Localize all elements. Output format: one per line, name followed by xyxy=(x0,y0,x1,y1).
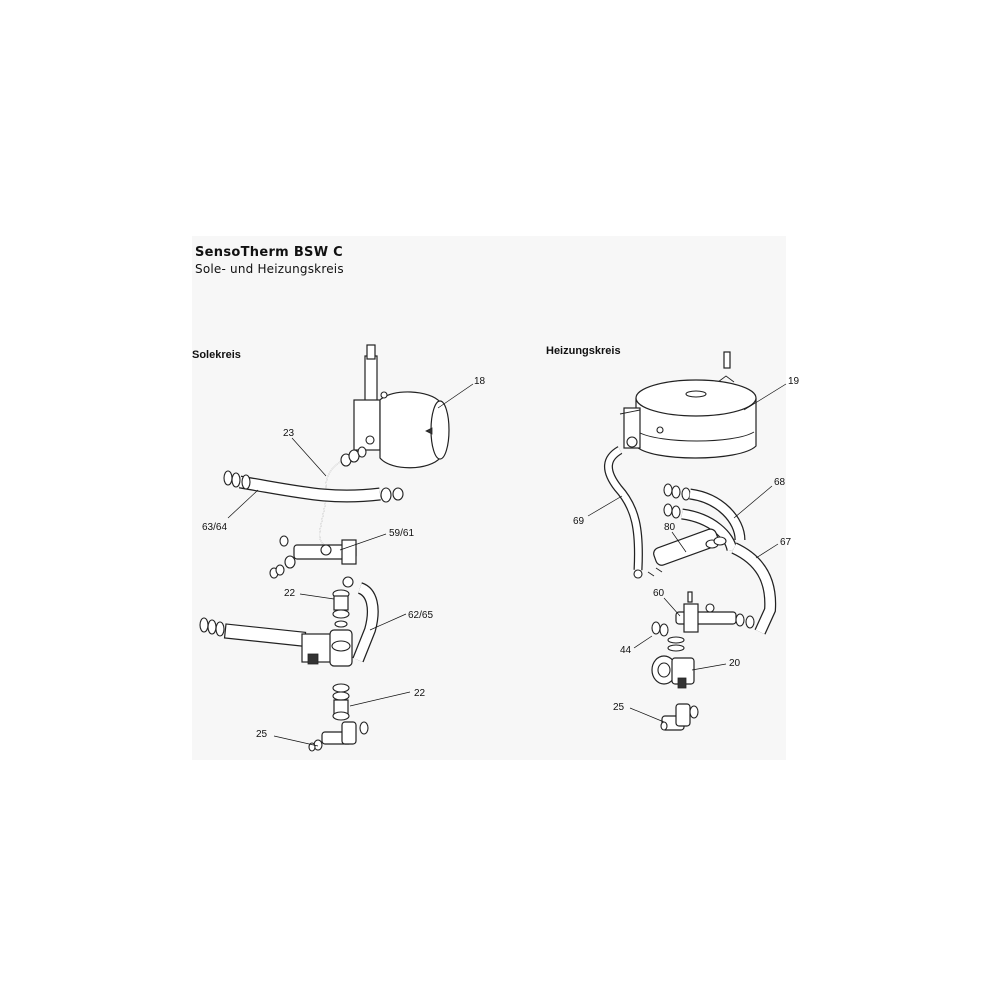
hose-67 xyxy=(731,542,777,635)
callout-68: 68 xyxy=(774,477,786,488)
callout-18: 18 xyxy=(474,376,486,387)
sole-pump-assembly xyxy=(199,617,353,667)
callout-19: 19 xyxy=(788,376,800,387)
leader-19 xyxy=(743,383,787,411)
callout-25-sole: 25 xyxy=(256,729,268,740)
fitting-block-60 xyxy=(651,591,755,637)
union-22-bottom xyxy=(332,683,350,721)
callout-69: 69 xyxy=(573,516,585,527)
leader-67 xyxy=(755,543,779,559)
hose-63-64 xyxy=(223,470,404,503)
callout-44: 44 xyxy=(620,645,632,656)
heating-pump-20 xyxy=(651,636,695,689)
callout-25-heizung: 25 xyxy=(613,702,625,713)
leader-25-sole xyxy=(273,735,319,747)
diagram-title: SensoTherm BSW C xyxy=(195,245,344,260)
callout-22-bottom: 22 xyxy=(414,688,426,699)
leader-25-heizung xyxy=(629,707,665,723)
leader-22-top xyxy=(299,593,335,600)
hose-23 xyxy=(319,461,341,549)
leader-80 xyxy=(671,531,687,553)
valve-25-heizung xyxy=(660,703,699,731)
fitting-chain-23 xyxy=(340,446,367,467)
expansion-tank-19 xyxy=(619,351,757,459)
valve-25-sole xyxy=(308,721,369,752)
callout-62-65: 62/65 xyxy=(408,610,433,621)
expansion-tank-18 xyxy=(353,344,450,469)
section-label-solekreis: Solekreis xyxy=(192,349,241,361)
leader-59-61 xyxy=(339,533,387,551)
leader-23 xyxy=(291,437,327,477)
callout-67: 67 xyxy=(780,537,792,548)
callout-60: 60 xyxy=(653,588,665,599)
heater-80 xyxy=(647,528,727,577)
hose-69 xyxy=(604,446,643,579)
leader-60 xyxy=(663,597,681,617)
leader-20 xyxy=(691,663,727,671)
diagram-subtitle: Sole- und Heizungskreis xyxy=(195,262,344,276)
callout-23: 23 xyxy=(283,428,295,439)
leader-63-64 xyxy=(227,489,259,519)
leader-22-bottom xyxy=(349,691,411,707)
leader-68 xyxy=(733,485,773,519)
hose-68 xyxy=(663,483,746,552)
fitting-block-59-61 xyxy=(269,535,357,588)
union-22-top xyxy=(332,589,350,628)
hose-62-65 xyxy=(352,582,379,663)
callout-22-top: 22 xyxy=(284,588,296,599)
callout-59-61: 59/61 xyxy=(389,528,414,539)
leader-18 xyxy=(437,383,474,409)
callout-20: 20 xyxy=(729,658,741,669)
leader-44 xyxy=(633,635,653,649)
leader-62-65 xyxy=(369,613,407,631)
callout-80: 80 xyxy=(664,522,676,533)
leader-69 xyxy=(587,495,623,517)
section-label-heizungskreis: Heizungskreis xyxy=(546,345,621,357)
callout-63-64: 63/64 xyxy=(202,522,227,533)
